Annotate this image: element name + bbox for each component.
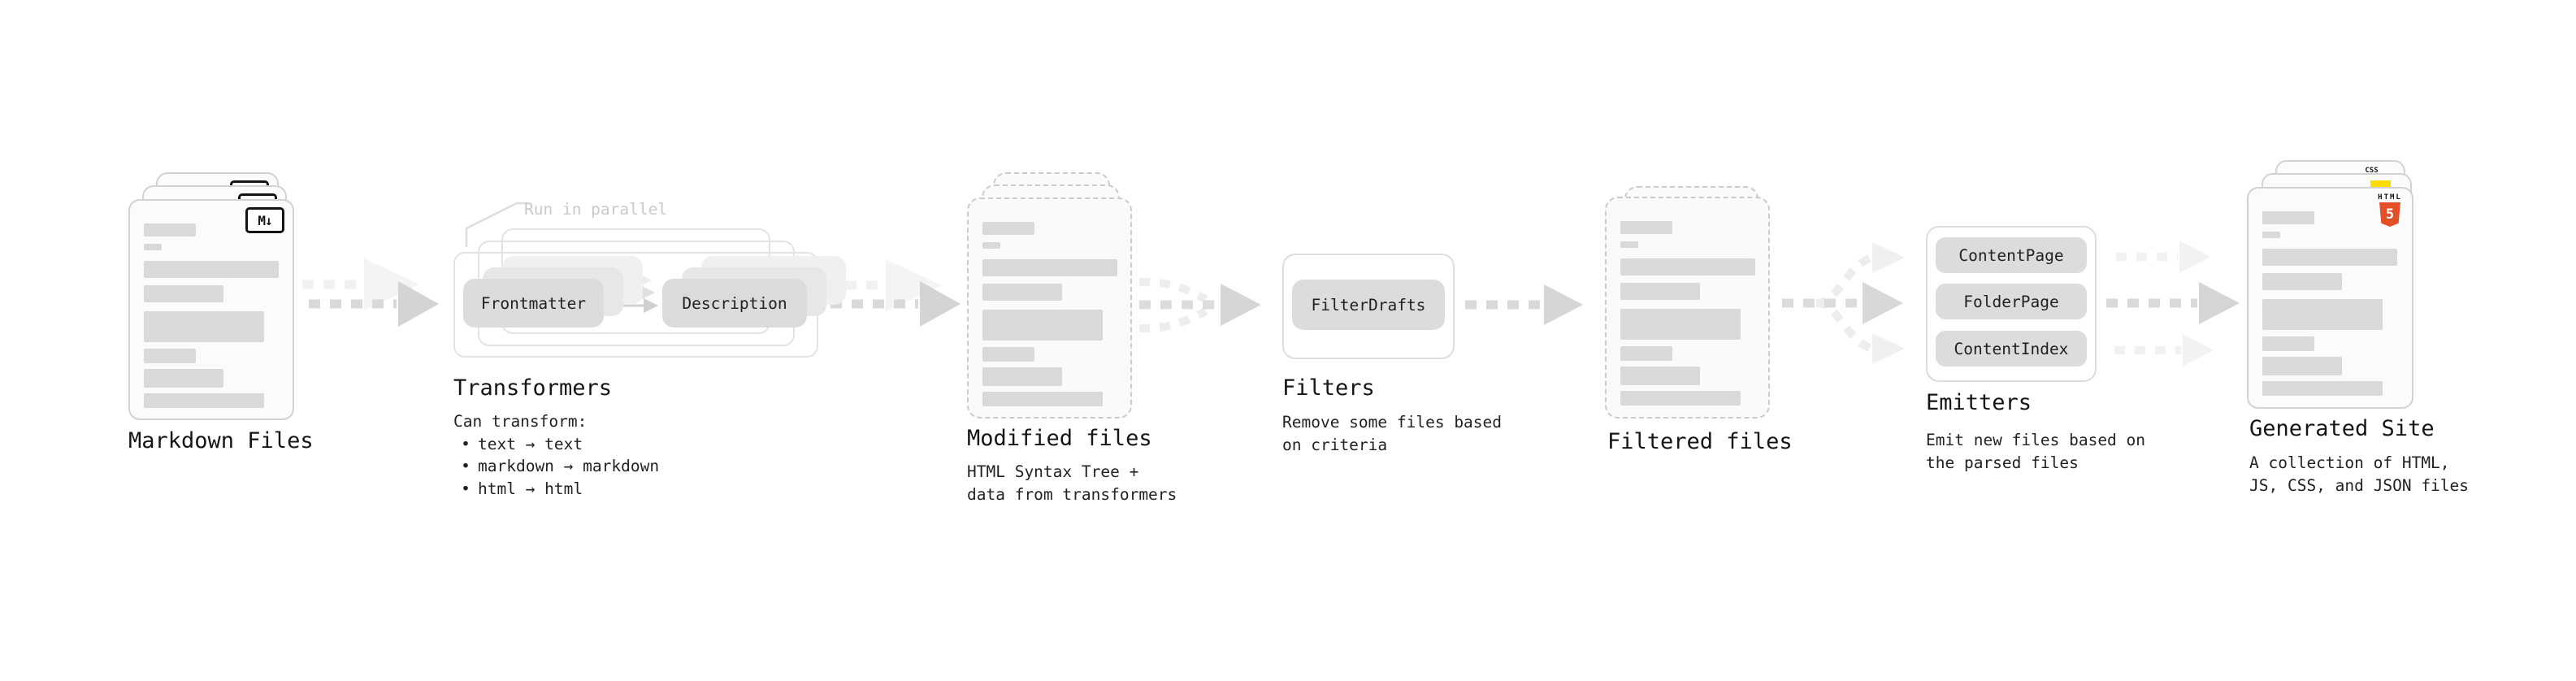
flow-arrow-markdown-to-transformers (309, 281, 439, 327)
placeholder-bar (144, 311, 264, 342)
placeholder-bar (2262, 232, 2280, 238)
transformers-intro: Can transform: (453, 412, 588, 431)
placeholder-bar (2262, 211, 2314, 224)
placeholder-bar (1620, 283, 1700, 300)
placeholder-bar (2262, 299, 2383, 330)
placeholder-bar (144, 349, 196, 363)
placeholder-bar (1620, 391, 1741, 406)
placeholder-bar (982, 242, 1000, 249)
placeholder-bar (1620, 241, 1638, 248)
markdown-file-card-front: M↓ (128, 199, 294, 420)
placeholder-bar (2262, 249, 2397, 266)
placeholder-bar (1620, 221, 1672, 234)
transform-bullet: • text → text (453, 433, 659, 456)
flow-arrow-filters-to-filtered (1465, 284, 1583, 325)
placeholder-bar (982, 284, 1062, 301)
frontmatter-pill: Frontmatter (463, 279, 604, 327)
emitters-description: Emit new files based on the parsed files (1926, 429, 2145, 474)
filterdrafts-pill: FilterDrafts (1292, 280, 1445, 330)
bullet-dot: • (461, 434, 471, 453)
modified-file-card-front (967, 197, 1132, 419)
css-icon-label: CSS (2365, 167, 2379, 175)
emit-arrow-middle (2106, 282, 2240, 324)
stage-label-markdown-files: Markdown Files (128, 428, 314, 453)
emit-arrow-top (2116, 241, 2210, 273)
placeholder-bar (144, 285, 223, 302)
placeholder-text-block (1620, 221, 1755, 406)
filters-description: Remove some files based on criteria (1282, 411, 1502, 456)
html5-icon: HTML 5 (2378, 193, 2402, 227)
placeholder-bar (1620, 346, 1672, 361)
bullet-dot: • (461, 479, 471, 498)
description-line: Emit new files based on (1926, 431, 2146, 449)
bullet-text: markdown → markdown (478, 457, 660, 475)
placeholder-bar (144, 244, 162, 250)
description-pill: Description (662, 279, 807, 327)
placeholder-bar (144, 261, 279, 278)
placeholder-bar (982, 310, 1103, 340)
filtered-file-card-front (1605, 197, 1770, 419)
placeholder-bar (144, 369, 223, 388)
flow-arrow-transformers-to-modified (830, 281, 961, 327)
flow-arrow-markdown-to-transformers-ghost (302, 258, 419, 310)
markdown-icon: M↓ (245, 207, 284, 233)
run-in-parallel-callout-line (465, 202, 528, 247)
stage-label-filtered-files: Filtered files (1607, 429, 1793, 454)
placeholder-bar (144, 393, 264, 408)
generated-site-description: A collection of HTML, JS, CSS, and JSON … (2249, 452, 2469, 497)
bullet-text: html → html (478, 479, 583, 498)
placeholder-bar (144, 223, 196, 236)
bullet-text: text → text (478, 434, 583, 453)
placeholder-bar (1620, 309, 1741, 340)
description-line: HTML Syntax Tree + (967, 462, 1139, 481)
transformers-description: Can transform: • text → text • markdown … (453, 410, 659, 500)
placeholder-bar (2262, 273, 2342, 290)
placeholder-text-block (2262, 211, 2397, 396)
bullet-dot: • (461, 457, 471, 475)
stage-label-emitters: Emitters (1926, 390, 2032, 415)
stage-label-filters: Filters (1282, 375, 1375, 401)
run-in-parallel-annotation: Run in parallel (524, 200, 668, 219)
placeholder-bar (982, 392, 1103, 406)
placeholder-bar (1620, 367, 1700, 385)
contentpage-pill: ContentPage (1936, 237, 2087, 273)
modified-files-description: HTML Syntax Tree + data from transformer… (967, 461, 1177, 505)
stage-label-modified-files: Modified files (967, 426, 1152, 451)
description-line: data from transformers (967, 484, 1177, 504)
placeholder-bar (2262, 357, 2342, 375)
placeholder-bar (2262, 381, 2383, 396)
placeholder-bar (1620, 258, 1755, 275)
html5-icon-word: HTML (2378, 193, 2402, 202)
transform-bullet: • html → html (453, 478, 659, 501)
transform-bullet: • markdown → markdown (453, 455, 659, 478)
placeholder-bar (2262, 336, 2314, 351)
fanout-arrow-filtered-to-emitters (1782, 242, 1905, 364)
placeholder-bar (982, 347, 1034, 362)
placeholder-bar (982, 367, 1062, 386)
contentindex-pill: ContentIndex (1936, 331, 2087, 367)
description-line: A collection of HTML, (2249, 453, 2450, 472)
html5-icon-shield: 5 (2379, 202, 2400, 227)
placeholder-text-block (144, 223, 279, 408)
placeholder-bar (982, 222, 1034, 235)
stage-label-transformers: Transformers (453, 375, 613, 401)
description-line: JS, CSS, and JSON files (2249, 475, 2470, 495)
stage-label-generated-site: Generated Site (2249, 416, 2435, 441)
description-line: on criteria (1282, 435, 1388, 454)
folderpage-pill: FolderPage (1936, 284, 2087, 319)
html5-icon-number: 5 (2385, 206, 2395, 223)
generated-file-card-front: HTML 5 (2247, 187, 2413, 409)
merge-arrow-modified-to-filters (1138, 278, 1261, 332)
placeholder-bar (982, 259, 1117, 276)
placeholder-text-block (982, 222, 1117, 406)
description-line: Remove some files based (1282, 413, 1503, 432)
description-line: the parsed files (1926, 453, 2079, 472)
emit-arrow-bottom (2114, 334, 2214, 367)
